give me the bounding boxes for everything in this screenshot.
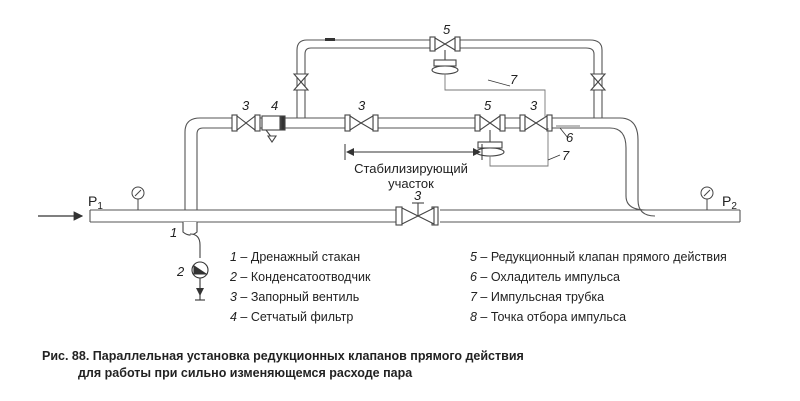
callout-2: 2: [176, 264, 185, 279]
callout-3b: 3: [358, 98, 366, 113]
callout-1: 1: [170, 225, 177, 240]
drain-pot: [182, 222, 201, 258]
callout-5b: 5: [484, 98, 492, 113]
legend-right: 5 – Редукционный клапан прямого действия…: [470, 250, 727, 324]
bypass-valve-icon: [292, 36, 607, 91]
callout-3c: 3: [530, 98, 538, 113]
impulse-tube: [444, 74, 580, 167]
legend-item: 3 – Запорный вентиль: [230, 290, 359, 304]
callout-7b: 7: [562, 148, 570, 163]
reducing-valve-icon: [474, 114, 506, 157]
main-shutoff-valve: [395, 202, 439, 226]
legend-left: 1 – Дренажный стакан 2 – Конденсатоотвод…: [229, 250, 371, 324]
callout-4: 4: [271, 98, 278, 113]
callout-3a: 3: [242, 98, 250, 113]
leader-lines: [487, 79, 569, 161]
callout-3d: 3: [414, 188, 422, 203]
legend-item: 7 – Импульсная трубка: [470, 290, 604, 304]
left-riser-pipe: [184, 117, 232, 210]
legend-item: 6 – Охладитель импульса: [470, 270, 620, 284]
legend-item: 8 – Точка отбора импульса: [470, 310, 626, 324]
callout-5a: 5: [443, 22, 451, 37]
inlet-pressure-label: P1: [88, 193, 103, 212]
working-line-pipe: [260, 117, 656, 217]
bypass-line-pipe: [296, 38, 603, 118]
outlet-pressure-label: P2: [722, 193, 737, 212]
stabilizing-label-2: участок: [388, 176, 434, 191]
stabilizing-label-1: Стабилизирующий: [354, 161, 468, 176]
strainer-icon: [261, 115, 286, 143]
figure-caption-line2: для работы при сильно изменяющемся расхо…: [78, 366, 413, 380]
legend-item: 5 – Редукционный клапан прямого действия: [470, 250, 727, 264]
legend-item: 1 – Дренажный стакан: [230, 250, 360, 264]
stabilizing-section-arrow: [344, 144, 483, 160]
gauge-icon: [131, 186, 714, 210]
condensate-trap-icon: [191, 261, 209, 301]
legend-item: 2 – Конденсатоотводчик: [229, 270, 371, 284]
legend-item: 4 – Сетчатый фильтр: [230, 310, 353, 324]
shutoff-valve-icon: [231, 114, 553, 132]
main-pipe: [89, 209, 741, 223]
callout-6: 6: [566, 130, 574, 145]
callout-7a: 7: [510, 72, 518, 87]
figure-caption-line1: Рис. 88. Параллельная установка редукцио…: [42, 349, 524, 363]
